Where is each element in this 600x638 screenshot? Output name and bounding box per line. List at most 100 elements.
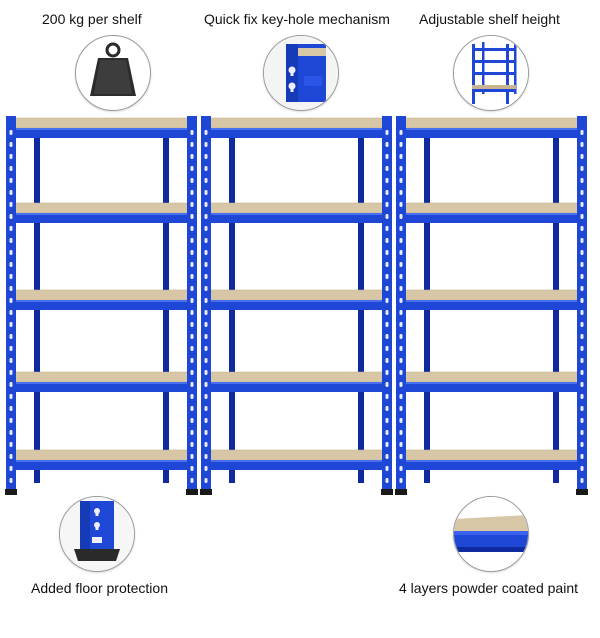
front-beam: [6, 460, 197, 470]
keyhole-slot: [190, 202, 194, 207]
keyhole-slot: [9, 142, 13, 147]
keyhole-slot: [9, 370, 13, 375]
keyhole-slot: [399, 322, 403, 327]
shelf-board: [395, 289, 588, 301]
keyhole-slot: [385, 202, 389, 207]
keyhole-slot: [190, 346, 194, 351]
keyhole-slot: [580, 142, 584, 147]
keyhole-slot: [204, 178, 208, 183]
beam-highlight: [6, 128, 197, 130]
keyhole-slot: [204, 274, 208, 279]
keyhole-slot: [204, 190, 208, 195]
front-beam: [6, 213, 197, 223]
foot-cap: [186, 489, 198, 495]
keyhole-slot: [190, 274, 194, 279]
keyhole-slot: [399, 202, 403, 207]
weight-icon: [90, 42, 136, 96]
keyhole-slot: [9, 298, 13, 303]
keyhole-slot: [204, 466, 208, 471]
adjustable-caption: Adjustable shelf height: [419, 11, 560, 27]
keyhole-slot: [385, 130, 389, 135]
keyhole-slot: [204, 382, 208, 387]
keyhole-slot: [385, 430, 389, 435]
keyhole-slot: [385, 274, 389, 279]
keyhole-slot: [580, 274, 584, 279]
keyhole-slot: [385, 286, 389, 291]
shelf-board: [5, 117, 198, 129]
keyhole-slot: [399, 406, 403, 411]
keyhole-slot: [385, 346, 389, 351]
keyhole-slot: [580, 286, 584, 291]
keyhole-slot: [580, 346, 584, 351]
keyhole-slot: [9, 442, 13, 447]
front-beam: [396, 382, 587, 392]
shelf-board: [5, 371, 198, 383]
keyhole-slot: [385, 310, 389, 315]
keyhole-slot: [399, 478, 403, 483]
keyhole-slot: [190, 406, 194, 411]
keyhole-slot: [204, 238, 208, 243]
front-beam: [6, 382, 197, 392]
keyhole-slot: [204, 250, 208, 255]
keyhole-slot: [580, 238, 584, 243]
keyhole-slot: [580, 454, 584, 459]
front-beam: [201, 300, 392, 310]
keyhole-slot: [580, 430, 584, 435]
shelf-board: [395, 371, 588, 383]
keyhole-slot: [399, 310, 403, 315]
keyhole-slot: [399, 238, 403, 243]
front-post: [201, 116, 211, 493]
keyhole-slot: [399, 262, 403, 267]
keyhole-slot: [399, 394, 403, 399]
foot-cap: [395, 489, 407, 495]
keyhole-slot: [399, 190, 403, 195]
foot-cap: [200, 489, 212, 495]
keyhole-slot: [190, 226, 194, 231]
front-post: [396, 116, 406, 493]
keyhole-slot: [399, 178, 403, 183]
front-post: [187, 116, 197, 493]
keyhole-slot: [399, 154, 403, 159]
keyhole-slot: [399, 166, 403, 171]
beam-highlight: [6, 213, 197, 215]
keyhole-slot: [385, 478, 389, 483]
keyhole-slot: [190, 250, 194, 255]
keyhole-slot: [204, 286, 208, 291]
keyhole-slot: [9, 322, 13, 327]
keyhole-caption: Quick fix key-hole mechanism: [204, 11, 390, 27]
foot-cap: [381, 489, 393, 495]
shelf-board: [395, 449, 588, 461]
foot-cap: [5, 489, 17, 495]
keyhole-slot: [9, 466, 13, 471]
keyhole-slot: [580, 178, 584, 183]
keyhole-slot: [204, 142, 208, 147]
keyhole-slot: [204, 298, 208, 303]
keyhole-slot: [385, 178, 389, 183]
shelf-board: [5, 289, 198, 301]
keyhole-slot: [385, 322, 389, 327]
keyhole-slot: [9, 214, 13, 219]
keyhole-slot: [204, 130, 208, 135]
keyhole-slot: [399, 226, 403, 231]
keyhole-slot: [190, 166, 194, 171]
beam-highlight: [396, 382, 587, 384]
keyhole-slot: [9, 154, 13, 159]
front-post: [6, 116, 16, 493]
keyhole-slot: [190, 262, 194, 267]
keyhole-slot: [190, 154, 194, 159]
keyhole-slot: [399, 382, 403, 387]
keyhole-slot: [385, 370, 389, 375]
paint-caption: 4 layers powder coated paint: [399, 580, 578, 596]
keyhole-slot: [399, 142, 403, 147]
beam-highlight: [396, 300, 587, 302]
keyhole-slot: [399, 250, 403, 255]
keyhole-slot: [399, 346, 403, 351]
keyhole-slot: [204, 478, 208, 483]
keyhole-slot: [9, 226, 13, 231]
floor-caption: Added floor protection: [31, 580, 168, 596]
keyhole-slot: [385, 454, 389, 459]
keyhole-slot: [399, 286, 403, 291]
keyhole-slot: [385, 298, 389, 303]
keyhole-slot: [9, 202, 13, 207]
keyhole-slot: [204, 406, 208, 411]
